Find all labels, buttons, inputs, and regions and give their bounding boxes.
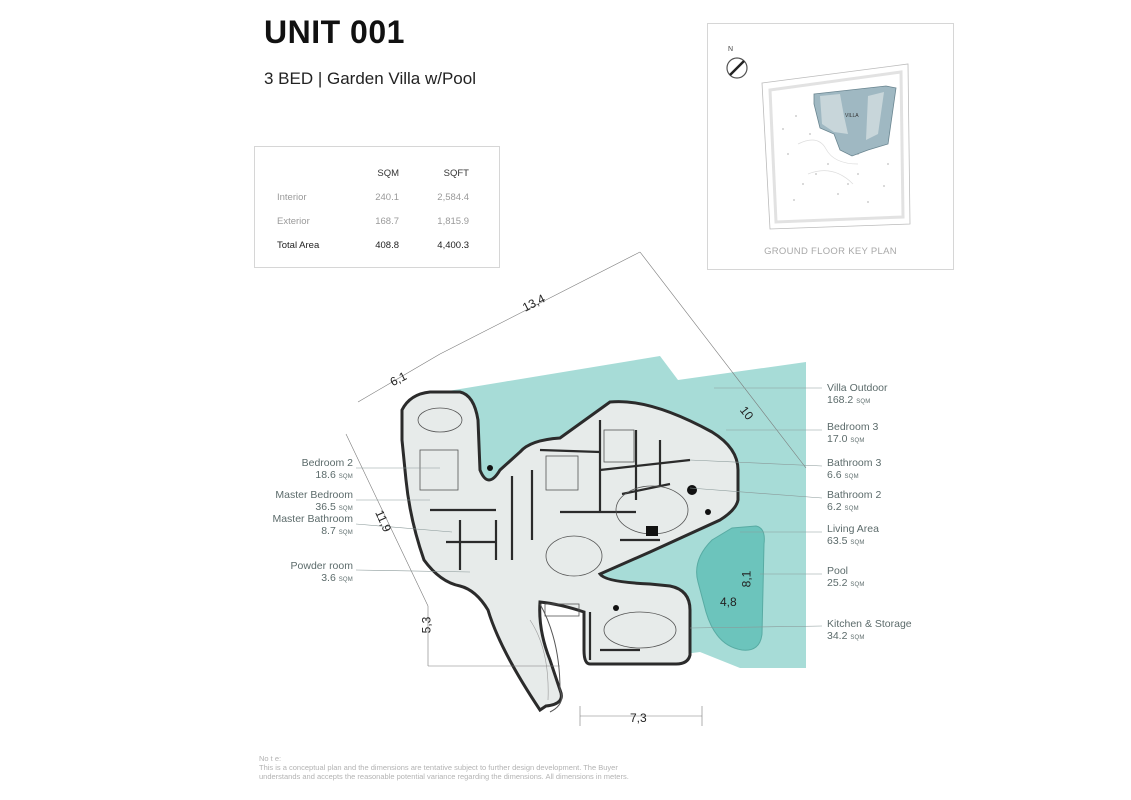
room-name: Bathroom 2 (827, 489, 882, 501)
room-label-kitchen-storage: Kitchen & Storage 34.2 SQM (827, 618, 912, 644)
row-label: Total Area (277, 239, 320, 251)
room-name: Master Bathroom (272, 513, 353, 525)
pool (696, 525, 765, 651)
disclaimer-note: No t e: This is a conceptual plan and th… (259, 754, 819, 781)
room-area: 168.2 SQM (827, 394, 871, 406)
room-name: Bedroom 3 (827, 421, 879, 433)
dimension-pool-width: 4,8 (720, 595, 737, 609)
room-name: Pool (827, 565, 849, 577)
room-name: Villa Outdoor (827, 382, 888, 394)
dimension-bottom: 7,3 (630, 711, 647, 725)
header-sqm: SQM (377, 167, 399, 179)
note-line-1: This is a conceptual plan and the dimens… (259, 763, 618, 772)
room-area: 3.6 SQM (321, 572, 353, 584)
unit-subtitle: 3 BED | Garden Villa w/Pool (264, 69, 476, 88)
key-plan-label: GROUND FLOOR KEY PLAN (764, 246, 897, 257)
area-table-header: SQM SQFT (277, 161, 469, 185)
villa-footprint: VILLA (813, 85, 897, 157)
interior-walls (430, 420, 691, 660)
site-outline (761, 63, 911, 230)
table-row-total: Total Area 408.8 4,400.3 (277, 233, 469, 257)
table-row: Interior 240.1 2,584.4 (277, 185, 469, 209)
row-sqft: 2,584.4 (437, 191, 469, 203)
room-label-pool: Pool 25.2 SQM (827, 565, 865, 591)
room-label-bedroom-3: Bedroom 3 17.0 SQM (827, 421, 878, 447)
interior-footprint (400, 390, 740, 713)
row-label: Interior (277, 191, 307, 203)
room-area: 17.0 SQM (827, 433, 865, 445)
room-label-master-bedroom: Master Bedroom 36.5 SQM (275, 489, 353, 515)
room-label-powder-room: Powder room 3.6 SQM (291, 560, 353, 586)
room-name: Kitchen & Storage (827, 618, 912, 630)
fixtures (487, 465, 711, 611)
leader-lines-left (355, 467, 471, 573)
dimension-lines (345, 251, 807, 726)
dimension-pool-length: 8,1 (739, 570, 754, 588)
room-name: Powder room (290, 560, 353, 572)
area-table-panel: SQM SQFT Interior 240.1 2,584.4 Exterior… (254, 146, 500, 268)
room-area: 34.2 SQM (827, 630, 865, 642)
row-sqft: 1,815.9 (437, 215, 469, 227)
room-label-villa-outdoor: Villa Outdoor 168.2 SQM (827, 382, 888, 408)
row-sqm: 408.8 (375, 239, 399, 251)
dimension-lower-left: 5,3 (419, 616, 434, 634)
row-sqft: 4,400.3 (437, 239, 469, 251)
room-name: Bedroom 2 (301, 457, 353, 469)
room-name: Living Area (827, 523, 879, 535)
note-heading: No t e: (259, 754, 282, 763)
room-area: 63.5 SQM (827, 535, 865, 547)
area-table: SQM SQFT Interior 240.1 2,584.4 Exterior… (277, 161, 469, 257)
header-sqft: SQFT (443, 167, 469, 179)
room-label-master-bathroom: Master Bathroom 8.7 SQM (272, 513, 353, 539)
room-area: 36.5 SQM (315, 501, 353, 513)
compass-icon: N (726, 46, 748, 79)
key-plan-panel: N VILLA GROUND FLOOR KEY PLAN (707, 23, 954, 270)
room-name: Bathroom 3 (827, 457, 882, 469)
room-name: Master Bedroom (275, 489, 353, 501)
table-row: Exterior 168.7 1,815.9 (277, 209, 469, 233)
room-area: 6.6 SQM (827, 469, 859, 481)
room-label-living-area: Living Area 63.5 SQM (827, 523, 879, 549)
row-label: Exterior (277, 215, 310, 227)
room-area: 8.7 SQM (321, 525, 353, 537)
note-line-2: understands and accepts the reasonable p… (259, 772, 629, 781)
room-label-bedroom-2: Bedroom 2 18.6 SQM (302, 457, 353, 483)
room-label-bathroom-3: Bathroom 3 6.6 SQM (827, 457, 881, 483)
room-label-bathroom-2: Bathroom 2 6.2 SQM (827, 489, 881, 515)
leader-lines-right (689, 387, 823, 629)
entrance-stair (539, 603, 563, 713)
room-area: 25.2 SQM (827, 577, 865, 589)
room-area: 6.2 SQM (827, 501, 859, 513)
row-sqm: 240.1 (375, 191, 399, 203)
room-area: 18.6 SQM (315, 469, 353, 481)
north-letter: N (728, 46, 733, 53)
row-sqm: 168.7 (375, 215, 399, 227)
villa-label: VILLA (845, 113, 859, 119)
unit-title: UNIT 001 (264, 14, 405, 50)
key-plan-drawing: N VILLA (726, 46, 911, 230)
